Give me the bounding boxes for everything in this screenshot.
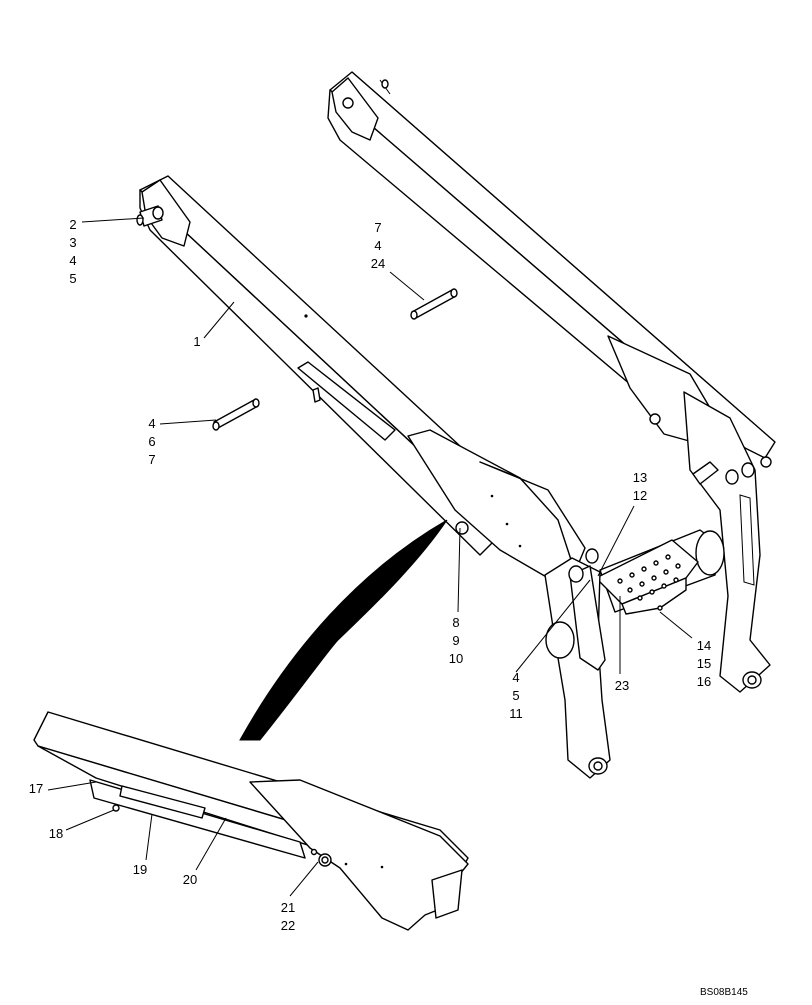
- callout-number: 10: [449, 651, 463, 666]
- callout-14-15-16: 14 15 16: [697, 638, 711, 689]
- callout-number: 18: [49, 826, 63, 841]
- callout-number: 12: [633, 488, 647, 503]
- left-lift-arm: [139, 175, 611, 779]
- callout-number: 15: [697, 656, 711, 671]
- callout-number: 23: [615, 678, 629, 693]
- callout-8-9-10: 8 9 10: [449, 615, 463, 666]
- right-lift-arm: [327, 71, 776, 693]
- leader-lines: [47, 217, 693, 897]
- callout-20: 20: [183, 872, 197, 887]
- callout-number: 20: [183, 872, 197, 887]
- callout-number: 8: [452, 615, 459, 630]
- callout-number: 7: [374, 220, 381, 235]
- callout-number: 4: [148, 416, 155, 431]
- callout-labels: 2345174244671312891045112314151617181920…: [29, 217, 711, 933]
- callout-number: 4: [69, 253, 76, 268]
- callout-number: 2: [69, 217, 76, 232]
- callout-18: 18: [49, 826, 63, 841]
- pin-center: [410, 288, 458, 320]
- callout-4-5-11: 4 5 11: [509, 670, 523, 721]
- callout-17: 17: [29, 781, 43, 796]
- callout-number: 13: [633, 470, 647, 485]
- callout-number: 21: [281, 900, 295, 915]
- callout-2-3-4-5: 2 3 4 5: [69, 217, 76, 286]
- callout-number: 9: [452, 633, 459, 648]
- pin-upper-left: [136, 205, 164, 227]
- callout-number: 11: [509, 706, 523, 721]
- callout-23: 23: [615, 678, 629, 693]
- cross-tube-and-step: [595, 529, 725, 615]
- callout-number: 6: [148, 434, 155, 449]
- callout-19: 19: [133, 862, 147, 877]
- step-holes: [617, 554, 681, 601]
- callout-number: 5: [512, 688, 519, 703]
- drawing-code: BS08B145: [700, 987, 748, 998]
- callout-7-4-24: 7 4 24: [371, 220, 385, 271]
- callout-number: 4: [374, 238, 381, 253]
- detail-arrow: [239, 519, 448, 741]
- detail-view: [33, 711, 469, 931]
- callout-number: 14: [697, 638, 711, 653]
- callout-number: 4: [512, 670, 519, 685]
- callout-number: 24: [371, 256, 385, 271]
- callout-number: 19: [133, 862, 147, 877]
- callout-number: 17: [29, 781, 43, 796]
- callout-number: 3: [69, 235, 76, 250]
- callout-number: 7: [148, 452, 155, 467]
- pin-left: [212, 398, 260, 431]
- callout-number: 5: [69, 271, 76, 286]
- callout-4-6-7: 4 6 7: [148, 416, 155, 467]
- callout-1: 1: [193, 334, 200, 349]
- callout-number: 16: [697, 674, 711, 689]
- callout-number: 22: [281, 918, 295, 933]
- callout-number: 1: [193, 334, 200, 349]
